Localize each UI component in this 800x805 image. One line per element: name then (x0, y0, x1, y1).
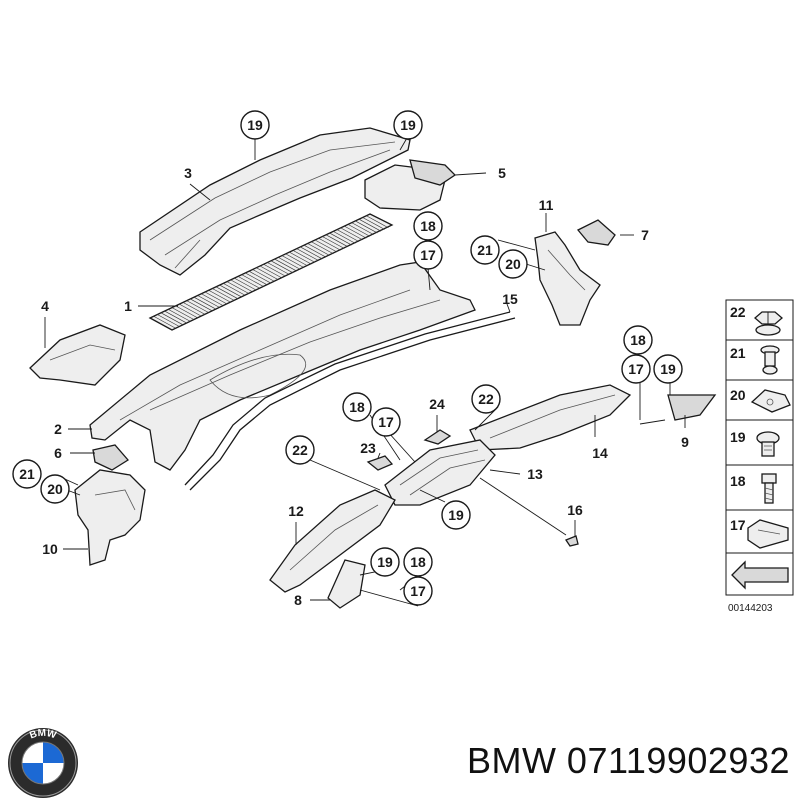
bmw-logo: BMW (6, 726, 80, 800)
label-8: 8 (294, 592, 302, 608)
label-14: 14 (592, 445, 608, 461)
legend-item-21: 21 (730, 345, 746, 361)
part-8-lower-bracket (327, 559, 366, 609)
label-1: 1 (124, 298, 132, 314)
callout-17: 17 (371, 407, 401, 437)
nut-icon (754, 311, 783, 336)
fastener-legend: 22 21 20 19 18 17 (725, 299, 794, 596)
part-13-center-box (384, 439, 496, 506)
label-12: 12 (288, 503, 304, 519)
part-14-right-trim (469, 384, 632, 451)
label-5: 5 (498, 165, 506, 181)
label-6: 6 (54, 445, 62, 461)
part-11-right-duct (534, 231, 601, 326)
part-24-clip (423, 429, 452, 445)
label-9: 9 (681, 434, 689, 450)
callout-22: 22 (285, 435, 315, 465)
callout-22: 22 (471, 384, 501, 414)
label-13: 13 (527, 466, 543, 482)
diagram-code: 00144203 (728, 603, 773, 614)
callout-21: 21 (470, 235, 500, 265)
svg-text:BMW: BMW (28, 728, 58, 742)
label-3: 3 (184, 165, 192, 181)
callout-19: 19 (370, 547, 400, 577)
svg-text:17: 17 (378, 414, 394, 430)
svg-text:18: 18 (349, 399, 365, 415)
svg-text:19: 19 (400, 117, 416, 133)
part-3-cowl-cover (139, 127, 411, 276)
label-16: 16 (567, 502, 583, 518)
callout-20: 20 (40, 474, 70, 504)
label-11: 11 (539, 197, 554, 213)
label-2: 2 (54, 421, 62, 437)
callout-21: 21 (12, 459, 42, 489)
callout-19: 19 (240, 110, 270, 140)
svg-text:17: 17 (420, 247, 436, 263)
label-7: 7 (641, 227, 649, 243)
part-2-panel (89, 261, 476, 471)
svg-text:17: 17 (410, 583, 426, 599)
label-24: 24 (429, 396, 445, 412)
callout-18: 18 (403, 547, 433, 577)
bolt-icon (761, 473, 777, 504)
svg-text:18: 18 (630, 332, 646, 348)
callout-20: 20 (498, 249, 528, 279)
svg-text:20: 20 (505, 256, 521, 272)
part-23-clip (366, 455, 394, 471)
callout-17: 17 (413, 240, 443, 270)
label-10: 10 (42, 541, 58, 557)
callout-17: 17 (621, 354, 651, 384)
svg-text:17: 17 (628, 361, 644, 377)
part-6-bracket (92, 444, 129, 471)
svg-text:22: 22 (292, 442, 308, 458)
svg-text:19: 19 (377, 554, 393, 570)
part-15-seal-strip (184, 311, 516, 491)
part-5-cover-box (364, 159, 457, 211)
parts-diagram: 19 19 18 17 21 20 18 17 19 22 18 17 22 1… (12, 110, 794, 614)
svg-text:21: 21 (19, 466, 35, 482)
part-7-clip (576, 219, 616, 246)
callout-18: 18 (623, 325, 653, 355)
svg-text:19: 19 (247, 117, 263, 133)
part-12-lower-trim (269, 489, 396, 593)
rivet-icon (760, 345, 780, 375)
part-9-bracket (667, 394, 717, 421)
direction-arrow-icon (731, 560, 789, 590)
callout-17: 17 (403, 576, 433, 606)
part-10-left-duct (74, 469, 146, 566)
svg-text:20: 20 (47, 481, 63, 497)
part-1-filter (148, 213, 394, 331)
legend-item-19: 19 (730, 429, 746, 445)
label-15: 15 (502, 291, 518, 307)
callout-18: 18 (413, 211, 443, 241)
callout-19: 19 (653, 354, 683, 384)
svg-text:18: 18 (410, 554, 426, 570)
label-23: 23 (360, 440, 376, 456)
clip-nut-icon (747, 519, 789, 549)
part-4-left-shroud (29, 324, 126, 386)
svg-text:19: 19 (448, 507, 464, 523)
callout-18: 18 (342, 392, 372, 422)
spring-nut-icon (750, 389, 791, 413)
callout-19: 19 (393, 110, 423, 140)
part-16-clip (565, 535, 579, 547)
legend-item-17: 17 (730, 517, 746, 533)
legend-item-22: 22 (730, 304, 746, 320)
svg-text:22: 22 (478, 391, 494, 407)
svg-text:19: 19 (660, 361, 676, 377)
part-number-title: BMW 07119902932 (466, 740, 790, 781)
svg-text:21: 21 (477, 242, 493, 258)
label-4: 4 (41, 298, 49, 314)
svg-text:18: 18 (420, 218, 436, 234)
expanding-nut-icon (756, 431, 780, 457)
legend-item-18: 18 (730, 473, 746, 489)
legend-item-20: 20 (730, 387, 746, 403)
callout-19: 19 (441, 500, 471, 530)
